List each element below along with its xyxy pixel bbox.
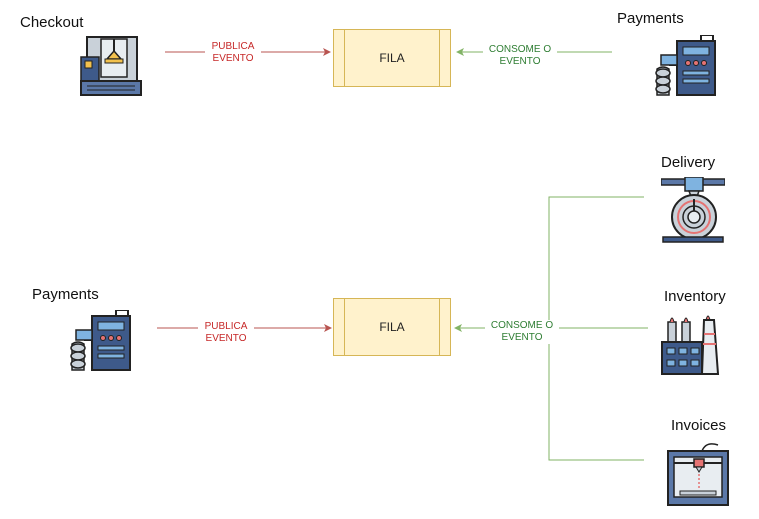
cable-reel-icon	[660, 176, 726, 248]
bottom-queue: FILA	[333, 298, 451, 356]
payments-bottom-label: Payments	[32, 286, 99, 303]
industrial-machine-icon	[70, 309, 134, 377]
invoices-label: Invoices	[671, 417, 727, 434]
top-publish-label: PUBLICA EVENTO	[205, 41, 261, 65]
top-queue: FILA	[333, 29, 451, 87]
inventory-label: Inventory	[664, 288, 726, 305]
top-queue-label: FILA	[379, 51, 405, 65]
bottom-consume-label: CONSOME O EVENTO	[485, 320, 559, 344]
kiosk-machine-icon	[79, 35, 143, 102]
bottom-queue-label: FILA	[379, 320, 405, 334]
top-consume-label: CONSOME O EVENTO	[483, 44, 557, 68]
delivery-label: Delivery	[661, 154, 716, 171]
factory-icon	[660, 312, 724, 381]
payments-top-label: Payments	[617, 10, 684, 27]
3d-printer-icon	[666, 441, 730, 512]
bottom-publish-label: PUBLICA EVENTO	[198, 321, 254, 345]
checkout-label: Checkout	[20, 14, 84, 31]
delivery-branch-line	[548, 196, 644, 328]
invoices-branch-line	[548, 328, 644, 461]
industrial-machine-icon	[655, 34, 719, 102]
